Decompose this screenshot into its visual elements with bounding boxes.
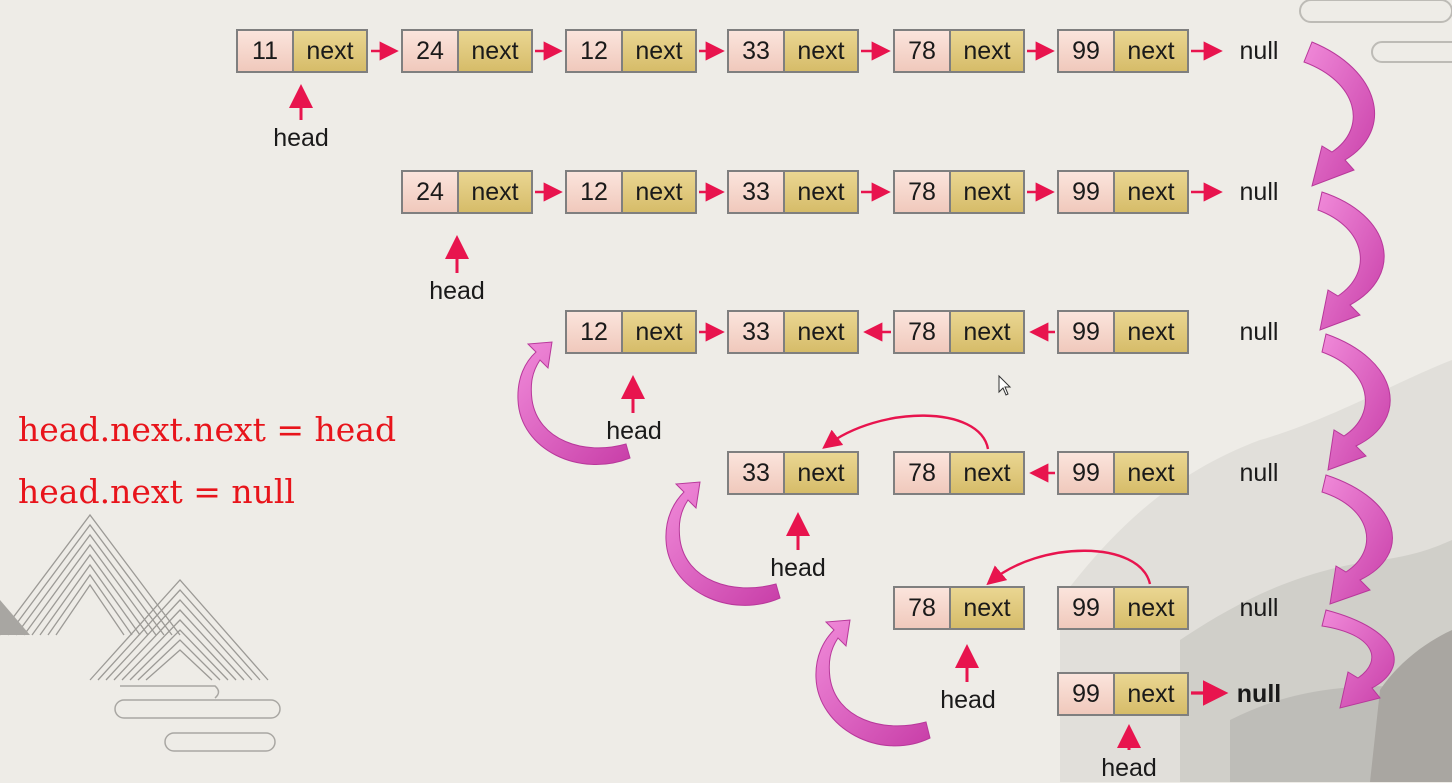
- list-node: 78 next: [893, 29, 1025, 73]
- node-next: next: [1115, 31, 1187, 71]
- list-node: 99 next: [1057, 170, 1189, 214]
- node-value: 24: [403, 31, 459, 71]
- node-next: next: [785, 172, 857, 212]
- code-line-2: head.next = null: [18, 472, 295, 511]
- node-next: next: [951, 172, 1023, 212]
- node-next: next: [1115, 674, 1187, 714]
- node-next: next: [785, 453, 857, 493]
- node-value: 33: [729, 312, 785, 352]
- node-next: next: [785, 31, 857, 71]
- head-label: head: [429, 277, 485, 305]
- node-next: next: [623, 312, 695, 352]
- list-node: 33 next: [727, 29, 859, 73]
- list-node: 78 next: [893, 310, 1025, 354]
- head-label: head: [770, 554, 826, 582]
- node-value: 78: [895, 588, 951, 628]
- node-value: 78: [895, 312, 951, 352]
- head-label: head: [1101, 754, 1157, 782]
- null-label: null: [1239, 459, 1279, 487]
- null-label: null: [1239, 178, 1279, 206]
- node-value: 99: [1059, 453, 1115, 493]
- node-value: 33: [729, 453, 785, 493]
- node-next: next: [951, 588, 1023, 628]
- node-next: next: [459, 31, 531, 71]
- node-next: next: [1115, 172, 1187, 212]
- head-label: head: [273, 124, 329, 152]
- node-next: next: [623, 172, 695, 212]
- node-value: 78: [895, 453, 951, 493]
- null-label: null: [1239, 37, 1279, 65]
- list-node: 99 next: [1057, 310, 1189, 354]
- null-label: null: [1239, 318, 1279, 346]
- node-next: next: [1115, 453, 1187, 493]
- node-next: next: [785, 312, 857, 352]
- list-node: 99 next: [1057, 451, 1189, 495]
- node-value: 33: [729, 172, 785, 212]
- node-value: 99: [1059, 31, 1115, 71]
- list-node: 99 next: [1057, 586, 1189, 630]
- node-next: next: [951, 31, 1023, 71]
- list-node: 33 next: [727, 451, 859, 495]
- list-node: 33 next: [727, 310, 859, 354]
- node-next: next: [951, 453, 1023, 493]
- node-next: next: [294, 31, 366, 71]
- node-value: 33: [729, 31, 785, 71]
- node-next: next: [951, 312, 1023, 352]
- head-label: head: [606, 417, 662, 445]
- list-node: 99 next: [1057, 29, 1189, 73]
- node-value: 78: [895, 31, 951, 71]
- node-value: 99: [1059, 172, 1115, 212]
- list-node: 12 next: [565, 29, 697, 73]
- list-node: 24 next: [401, 170, 533, 214]
- node-next: next: [459, 172, 531, 212]
- list-node: 11 next: [236, 29, 368, 73]
- node-next: next: [1115, 588, 1187, 628]
- list-node: 12 next: [565, 170, 697, 214]
- node-value: 12: [567, 312, 623, 352]
- null-label: null: [1239, 594, 1279, 622]
- node-value: 12: [567, 172, 623, 212]
- node-next: next: [623, 31, 695, 71]
- null-label: null: [1236, 680, 1282, 708]
- list-node: 78 next: [893, 586, 1025, 630]
- node-value: 78: [895, 172, 951, 212]
- list-node: 12 next: [565, 310, 697, 354]
- node-value: 24: [403, 172, 459, 212]
- node-value: 99: [1059, 312, 1115, 352]
- node-value: 99: [1059, 674, 1115, 714]
- list-node: 99 next: [1057, 672, 1189, 716]
- node-next: next: [1115, 312, 1187, 352]
- list-node: 78 next: [893, 170, 1025, 214]
- node-value: 11: [238, 31, 294, 71]
- list-node: 24 next: [401, 29, 533, 73]
- head-label: head: [940, 686, 996, 714]
- list-node: 78 next: [893, 451, 1025, 495]
- node-value: 99: [1059, 588, 1115, 628]
- code-line-1: head.next.next = head: [18, 410, 397, 449]
- node-value: 12: [567, 31, 623, 71]
- list-node: 33 next: [727, 170, 859, 214]
